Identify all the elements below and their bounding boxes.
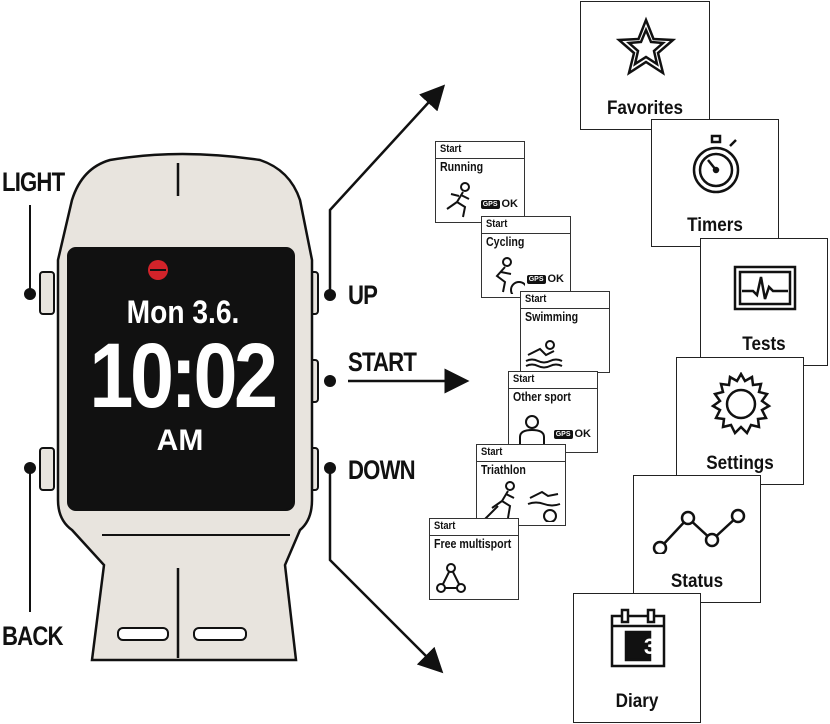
watch-time: 10:02 xyxy=(89,325,278,427)
up-arrow xyxy=(328,84,446,295)
person-icon xyxy=(519,415,545,447)
cycling-icon xyxy=(495,257,525,294)
light-label: LIGHT xyxy=(2,167,65,197)
gear-icon xyxy=(710,372,772,436)
menu-diary[interactable]: 3 Diary xyxy=(573,593,701,723)
heart-monitor-icon xyxy=(733,265,797,311)
triathlon-icon xyxy=(483,481,561,522)
multisport-icon xyxy=(436,563,466,593)
menu-favorites[interactable]: Favorites xyxy=(580,1,710,130)
menu-status[interactable]: Status xyxy=(633,475,761,603)
up-label: UP xyxy=(348,280,378,310)
down-arrow xyxy=(328,470,444,674)
calendar-icon xyxy=(610,608,666,668)
stopwatch-icon xyxy=(692,134,740,194)
back-label: BACK xyxy=(2,621,64,651)
menu-settings[interactable]: Settings xyxy=(676,357,804,485)
watch-screen xyxy=(67,247,295,511)
sport-card-triathlon[interactable]: Start Triathlon xyxy=(476,444,566,526)
sport-card-free-multisport[interactable]: Start Free multisport xyxy=(429,518,519,600)
back-button xyxy=(39,447,55,491)
start-label: START xyxy=(348,347,417,377)
down-label: DOWN xyxy=(348,455,416,485)
diary-day-number: 3 xyxy=(643,634,657,659)
swimming-icon xyxy=(525,340,563,369)
menu-tests[interactable]: Tests xyxy=(700,238,828,366)
watch-date: Mon 3.6. xyxy=(126,294,240,330)
light-button xyxy=(39,271,55,315)
running-icon xyxy=(446,182,470,218)
graph-icon xyxy=(652,508,746,554)
menu-timers[interactable]: Timers xyxy=(651,119,779,247)
sport-card-swimming[interactable]: Start Swimming xyxy=(520,291,610,373)
watch-ampm: AM xyxy=(156,424,204,457)
star-icon xyxy=(615,16,677,76)
